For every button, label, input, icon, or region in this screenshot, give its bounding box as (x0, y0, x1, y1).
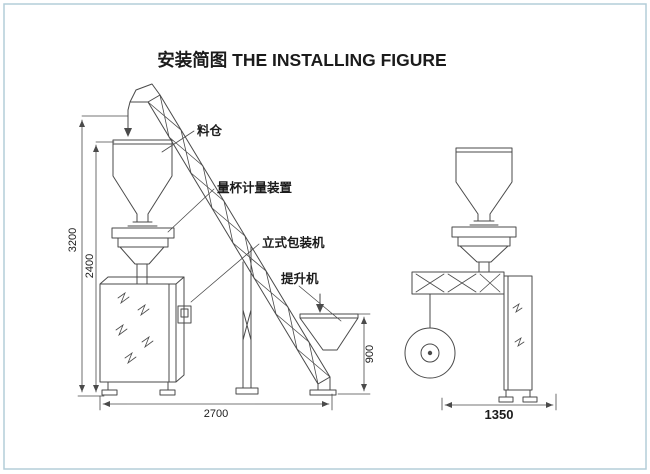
elevator-boom-foot (309, 376, 337, 396)
film-roll-outer (404, 327, 456, 379)
image-border-frame (3, 3, 647, 470)
part-labels: 料仓 量杯计量装置 立式包装机 提升机 (161, 123, 342, 322)
hopper-outline (112, 139, 173, 223)
film-roll-axle (427, 350, 433, 356)
right-column-reflection-marks (512, 302, 525, 348)
right-hopper-outline (455, 147, 513, 222)
right-view-packing-machine (404, 147, 538, 403)
elevator-head-chute (127, 83, 161, 111)
machine-feet (101, 381, 176, 396)
dim-2700-extensions (99, 393, 333, 411)
film-roll-core (420, 343, 440, 363)
elevator-support-post (235, 245, 259, 395)
dim-1350-extensions (441, 393, 557, 411)
dim-3200-value: 3200 (67, 228, 79, 252)
right-machine-column (503, 275, 533, 391)
dim-900-value: 900 (364, 345, 376, 363)
page-title: 安装简图 THE INSTALLING FIGURE (157, 50, 446, 70)
right-machine-feet (498, 389, 538, 403)
label-measuring-device: 量杯计量装置 (217, 180, 293, 195)
body-reflection-marks (115, 291, 154, 365)
control-panel (177, 305, 192, 324)
dimension-annotations: 3200 2400 900 2700 1350 (67, 115, 557, 422)
label-elevator: 提升机 (281, 271, 319, 286)
inlet-flow-arrow-head (124, 128, 132, 137)
right-measuring-device (451, 224, 517, 273)
label-vertical-packing-machine: 立式包装机 (262, 235, 325, 250)
dim-2400-value: 2400 (84, 254, 96, 278)
dim-2700-value: 2700 (204, 408, 228, 420)
machine-body-outline (99, 276, 185, 383)
measuring-device-outline (111, 225, 175, 285)
elevator-feed-hopper (299, 313, 359, 351)
left-view-packing-machine (99, 109, 192, 396)
elevator-conveyor (127, 83, 359, 396)
dim-900-extensions (337, 313, 371, 395)
right-tray-braces (415, 273, 501, 293)
dim-1350-value: 1350 (485, 407, 514, 422)
elevator-truss-braces (147, 94, 331, 385)
label-hopper: 料仓 (197, 123, 223, 138)
label-leader-lines (161, 130, 342, 322)
feed-flow-arrow-head (316, 304, 324, 313)
